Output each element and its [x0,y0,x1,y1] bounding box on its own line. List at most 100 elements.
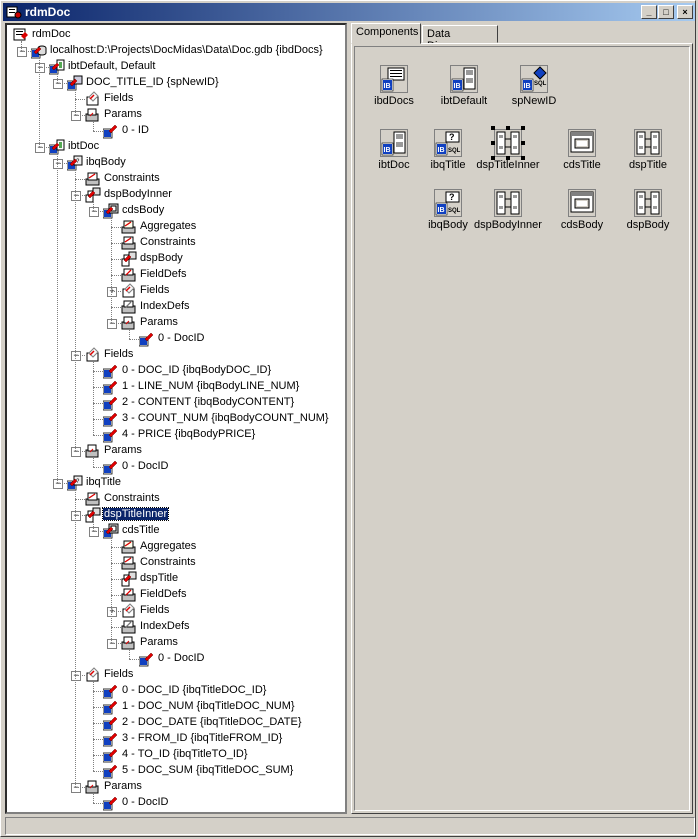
tree-node[interactable]: 3 - COUNT_NUM {ibqBodyCOUNT_NUM} [7,411,345,427]
tree-node[interactable]: 0 - DOC_ID {ibqBodyDOC_ID} [7,363,345,379]
tree-node[interactable]: 0 - ID [7,123,345,139]
collapse-toggle[interactable]: − [107,639,117,649]
component-clientdataset[interactable]: cdsBody [547,189,617,231]
component-datasetprovider[interactable]: dspTitleInner [473,126,543,171]
selection-handle[interactable] [521,141,525,145]
selection-handle[interactable] [506,156,510,160]
object-tree[interactable]: rdmDoc−localhost:D:\Projects\DocMidas\Da… [7,25,345,812]
selection-handle[interactable] [491,141,495,145]
field-icon [102,683,119,699]
tree-connector [111,595,121,596]
tree-node[interactable]: Aggregates [7,539,345,555]
tree-node[interactable]: Constraints [7,171,345,187]
tree-node[interactable]: Constraints [7,491,345,507]
tree-node[interactable]: 2 - CONTENT {ibqBodyCONTENT} [7,395,345,411]
selection-handle[interactable] [491,126,495,130]
tree-node[interactable]: 2 - DOC_DATE {ibqTitleDOC_DATE} [7,715,345,731]
component-clientdataset[interactable]: cdsTitle [547,129,617,171]
collapse-toggle[interactable]: − [17,47,27,57]
tree-node[interactable]: +Fields [7,603,345,619]
tree-node[interactable]: −Params [7,443,345,459]
collapse-toggle[interactable]: − [53,79,63,89]
collapse-toggle[interactable]: − [71,111,81,121]
selection-handle[interactable] [521,126,525,130]
tree-node[interactable]: IndexDefs [7,619,345,635]
tree-node[interactable]: −Params [7,779,345,795]
minimize-button[interactable]: _ [641,5,657,19]
tree-node[interactable]: IndexDefs [7,299,345,315]
collapse-toggle[interactable]: − [71,783,81,793]
tree-node[interactable]: dspBody [7,251,345,267]
tree-node[interactable]: dspTitle [7,571,345,587]
tree-node[interactable]: −Fields [7,667,345,683]
tree-node[interactable]: Fields [7,91,345,107]
component-datasetprovider[interactable]: dspBodyInner [473,189,543,231]
component-datasetprovider[interactable]: dspBody [613,189,683,231]
selection-handle[interactable] [521,156,525,160]
maximize-button[interactable]: □ [658,5,674,19]
selection-handle[interactable] [506,126,510,130]
field-icon [102,395,119,411]
component-label: dspBody [626,219,670,231]
tree-node[interactable]: 1 - DOC_NUM {ibqTitleDOC_NUM} [7,699,345,715]
collapse-toggle[interactable]: − [35,143,45,153]
tree-node[interactable]: −cdsBody [7,203,345,219]
tree-connector [111,259,121,260]
collapse-toggle[interactable]: − [53,479,63,489]
tree-node[interactable]: 0 - DocID [7,795,345,811]
tree-node[interactable]: FieldDefs [7,267,345,283]
tree-node[interactable]: 1 - LINE_NUM {ibqBodyLINE_NUM} [7,379,345,395]
collapse-toggle[interactable]: − [89,527,99,537]
collapse-toggle[interactable]: − [71,671,81,681]
tree-node[interactable]: −localhost:D:\Projects\DocMidas\Data\Doc… [7,43,345,59]
collapse-toggle[interactable]: − [71,351,81,361]
tree-node[interactable]: 3 - FROM_ID {ibqTitleFROM_ID} [7,731,345,747]
tree-node[interactable]: 0 - DOC_ID {ibqTitleDOC_ID} [7,683,345,699]
tree-node[interactable]: FieldDefs [7,587,345,603]
title-bar[interactable]: rdmDoc _ □ × [3,3,695,21]
close-button[interactable]: × [677,5,693,19]
tree-node[interactable]: −Params [7,107,345,123]
tab-data-diagram[interactable]: Data Diagram [422,25,498,52]
tree-node[interactable]: −ibtDoc [7,139,345,155]
tree-node[interactable]: Constraints [7,235,345,251]
collapse-toggle[interactable]: − [71,511,81,521]
tree-node[interactable]: 0 - DocID [7,459,345,475]
tree-node[interactable]: rdmDoc [7,27,345,43]
tree-node[interactable]: −dspTitleInner [7,507,345,523]
tree-node[interactable]: −dspBodyInner [7,187,345,203]
tree-node[interactable]: 0 - DocID [7,331,345,347]
collapse-toggle[interactable]: − [35,63,45,73]
tree-node[interactable]: Aggregates [7,219,345,235]
component-datasetprovider[interactable]: dspTitle [613,129,683,171]
collapse-toggle[interactable]: − [89,207,99,217]
collapse-toggle[interactable]: − [53,159,63,169]
tree-node[interactable]: Constraints [7,555,345,571]
tree-node[interactable]: 4 - TO_ID {ibqTitleTO_ID} [7,747,345,763]
collapse-toggle[interactable]: − [107,319,117,329]
tree-node[interactable]: +Fields [7,283,345,299]
tree-node[interactable]: 0 - DocID [7,651,345,667]
expand-toggle[interactable]: + [107,607,117,617]
tree-node[interactable]: −DOC_TITLE_ID {spNewID} [7,75,345,91]
collapse-toggle[interactable]: − [71,191,81,201]
selection-handle[interactable] [491,156,495,160]
tree-node[interactable]: 5 - DOC_SUM {ibqTitleDOC_SUM} [7,763,345,779]
tree-node[interactable]: −Fields [7,347,345,363]
tree-node[interactable]: −Params [7,635,345,651]
tree-node[interactable]: −?ibqTitle [7,475,345,491]
collapse-toggle[interactable]: − [71,447,81,457]
tab-components[interactable]: Components [351,23,421,44]
tree-node[interactable]: −Params [7,315,345,331]
expand-toggle[interactable]: + [107,287,117,297]
datasetprovider-icon [634,189,662,217]
tree-node[interactable]: 4 - PRICE {ibqBodyPRICE} [7,427,345,443]
tree-node[interactable]: −cdsTitle [7,523,345,539]
